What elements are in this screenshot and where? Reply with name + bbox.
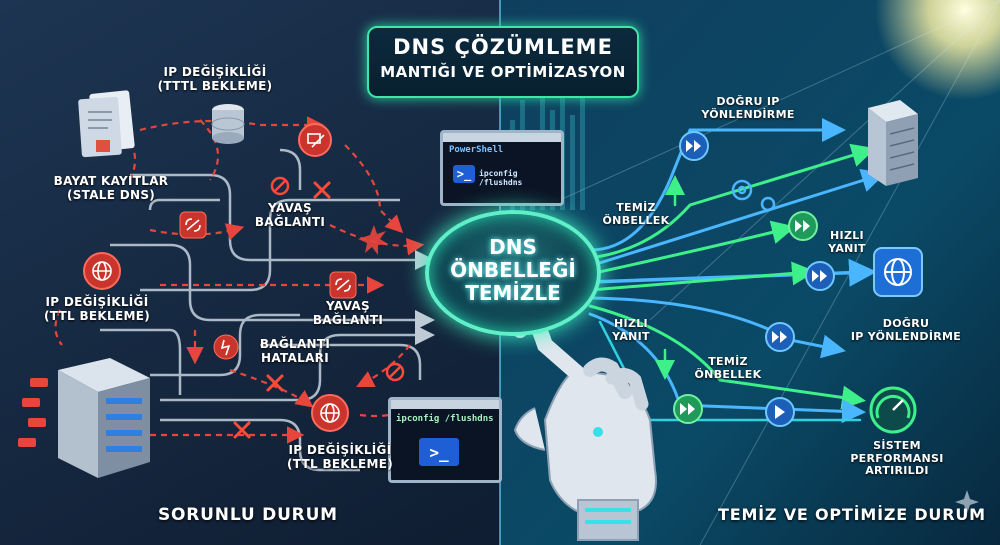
label-ip-change-bottom: IP DEĞİŞİKLİĞİ (TTL BEKLEME) xyxy=(287,443,393,471)
powershell-window-top: PowerShell >_ ipconfig /flushdns xyxy=(440,130,564,206)
title-line-2: MANTIĞI VE OPTİMİZASYON xyxy=(380,63,626,81)
label-connection-errors: BAĞLANTI HATALARI xyxy=(259,337,331,365)
label-ip-change-top: IP DEĞİŞİKLİĞİ (TTTL BEKLEME) xyxy=(157,65,273,93)
flush-dns-cache-button[interactable]: DNS ÖNBELLEĞİ TEMİZLE xyxy=(425,210,601,336)
label-ip-change-mid: IP DEĞİŞİKLİĞİ (TTL BEKLEME) xyxy=(44,295,150,323)
title-line-1: DNS ÇÖZÜMLEME xyxy=(393,35,613,59)
flushdns-command-top: ipconfig /flushdns xyxy=(479,169,523,187)
label-slow-connection-2: YAVAŞ BAĞLANTI xyxy=(312,299,384,327)
button-line-2: ÖNBELLEĞİ xyxy=(450,258,576,282)
powershell-icon: >_ xyxy=(419,438,459,466)
label-clean-cache-1: TEMİZ ÖNBELLEK xyxy=(602,201,670,227)
label-correct-ip-mid: DOĞRU IP YÖNLENDİRME xyxy=(850,317,962,343)
label-correct-ip-top: DOĞRU IP YÖNLENDİRME xyxy=(701,95,795,121)
powershell-icon: >_ xyxy=(453,165,475,183)
powershell-app-label: PowerShell xyxy=(449,145,504,155)
label-stale-records: BAYAT KAYITLAR (STALE DNS) xyxy=(53,174,169,202)
title-box: DNS ÇÖZÜMLEME MANTIĞI VE OPTİMİZASYON xyxy=(367,26,639,98)
window-titlebar xyxy=(443,133,561,142)
label-slow-connection-1: YAVAŞ BAĞLANTI xyxy=(254,201,326,229)
flushdns-command-bottom: ipconfig /flushdns xyxy=(396,414,494,424)
button-line-3: TEMİZLE xyxy=(465,281,561,305)
label-fast-response-2: HIZLI YANIT xyxy=(612,317,650,343)
panel-title-optimized: TEMİZ VE OPTİMİZE DURUM xyxy=(718,505,986,524)
label-fast-response-1: HIZLI YANIT xyxy=(828,229,866,255)
label-clean-cache-2: TEMİZ ÖNBELLEK xyxy=(694,355,762,381)
powershell-window-bottom: ipconfig /flushdns >_ xyxy=(388,397,502,483)
button-line-1: DNS xyxy=(489,235,537,259)
label-system-performance: SİSTEM PERFORMANSI ARTIRILDI xyxy=(850,439,944,478)
window-titlebar xyxy=(391,400,499,409)
panel-title-problem: SORUNLU DURUM xyxy=(158,505,338,525)
